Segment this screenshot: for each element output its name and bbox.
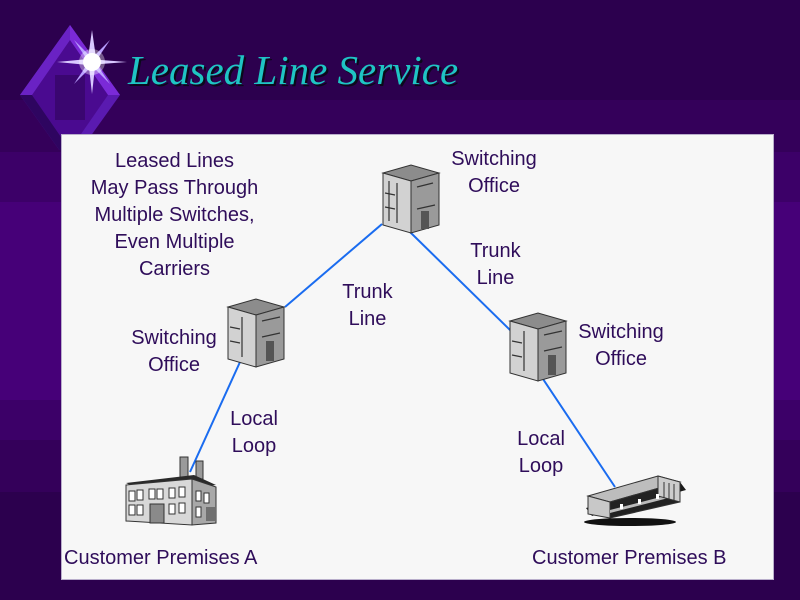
trunk-line-left-label: Trunk Line	[330, 279, 405, 333]
local-loop-a-label: Local Loop	[218, 406, 290, 460]
label-line: Trunk	[470, 240, 521, 262]
label-line: Loop	[231, 435, 277, 457]
label-line: Office	[468, 175, 520, 197]
label-line: Switching	[578, 321, 664, 343]
label-line: Local	[230, 408, 278, 430]
switching-office-right-label: Switching Office	[566, 319, 676, 373]
note-line: May Pass Through	[90, 177, 259, 199]
office-building-icon	[381, 164, 441, 234]
customer-premises-b-label: Customer Premises B	[532, 547, 727, 569]
label-line: Local	[517, 428, 565, 450]
label-line: Loop	[518, 455, 564, 477]
customer-premises-a-label: Customer Premises A	[64, 547, 258, 569]
switching-office-top-label: Switching Office	[440, 146, 548, 200]
label-line: Office	[148, 354, 200, 376]
local-loop-b-label: Local Loop	[505, 426, 577, 480]
leased-lines-note: Leased Lines May Pass Through Multiple S…	[72, 148, 277, 283]
switching-office-left-label: Switching Office	[120, 325, 228, 379]
slide-title: Leased Line Service	[128, 47, 459, 93]
label-line: Switching	[131, 327, 217, 349]
note-line: Leased Lines	[115, 150, 234, 172]
factory-building-icon	[125, 456, 217, 526]
label-line: Switching	[451, 148, 537, 170]
label-line: Line	[348, 308, 387, 330]
note-line: Multiple Switches,	[94, 204, 255, 226]
label-line: Office	[595, 348, 647, 370]
office-building-icon	[226, 298, 286, 368]
label-line: Line	[476, 267, 515, 289]
office-building-icon	[508, 312, 568, 382]
trunk-line-right-label: Trunk Line	[458, 238, 533, 292]
label-line: Trunk	[342, 281, 393, 303]
note-line: Carriers	[138, 258, 211, 280]
note-line: Even Multiple	[114, 231, 235, 253]
modern-building-icon	[584, 475, 686, 526]
diamond-sparkle-icon	[20, 25, 127, 150]
